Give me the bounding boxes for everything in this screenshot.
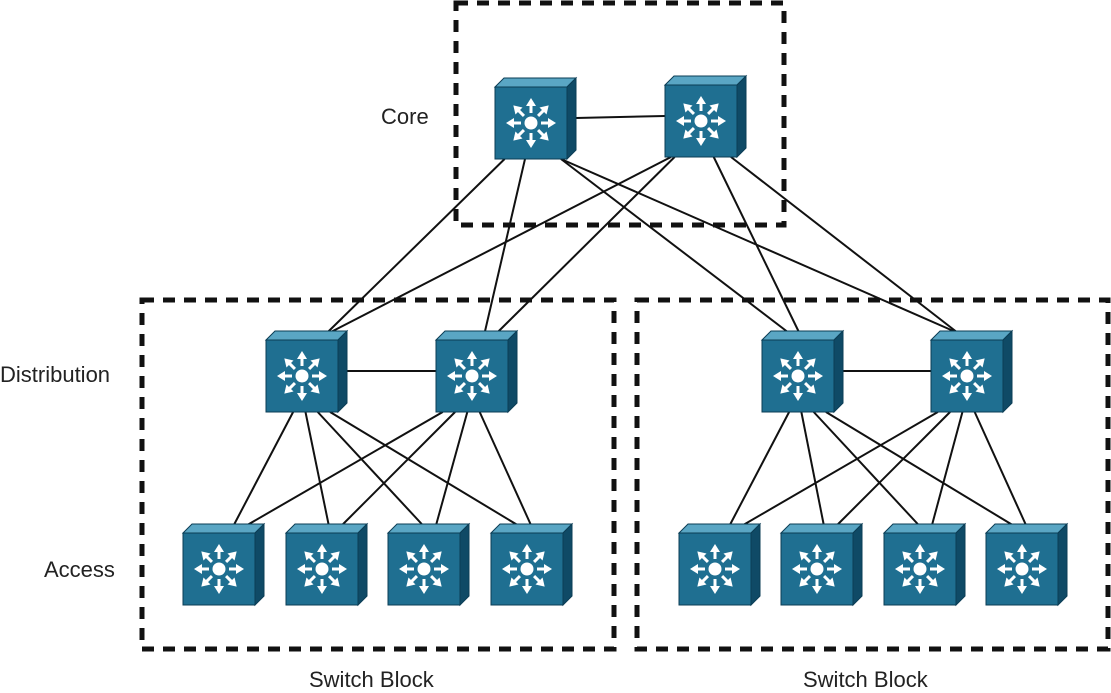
link-core-switch-1-dist-switch-b1 [560, 158, 790, 334]
link-dist-switch-b1-access-switch-b1 [728, 411, 791, 527]
access-switch-a3[interactable] [386, 522, 471, 607]
link-core-switch-2-dist-switch-b1 [712, 156, 801, 334]
switch-block-right-label: Switch Block [803, 667, 928, 692]
layer3-multilayer-switch-icon [386, 522, 471, 607]
core-boundary [453, 0, 787, 228]
link-dist-switch-b1-access-switch-b4 [825, 411, 1015, 527]
link-dist-switch-b1-access-switch-b2 [800, 411, 825, 527]
core-switch-2[interactable] [663, 74, 748, 159]
dist-switch-a1[interactable] [264, 329, 349, 414]
switch-block-left-boundary [139, 297, 617, 652]
access-switch-b2[interactable] [779, 522, 864, 607]
link-dist-switch-a1-access-switch-a4 [329, 411, 520, 527]
access-switch-b1[interactable] [677, 522, 762, 607]
layer3-multilayer-switch-icon [677, 522, 762, 607]
dist-switch-b1[interactable] [760, 329, 845, 414]
link-dist-switch-a2-access-switch-a1 [245, 411, 444, 527]
core-layer-label: Core [381, 104, 429, 129]
switch-block-right-boundary [634, 297, 1111, 652]
link-core-switch-2-dist-switch-a2 [496, 156, 676, 334]
link-dist-switch-a1-access-switch-a3 [316, 411, 425, 527]
core-switch-1[interactable] [493, 76, 578, 161]
access-layer-label: Access [44, 557, 115, 582]
access-switch-a1[interactable] [181, 522, 266, 607]
access-switch-a2[interactable] [284, 522, 369, 607]
layer3-multilayer-switch-icon [929, 329, 1014, 414]
boundaries-layer [139, 0, 1111, 652]
access-switch-a4[interactable] [489, 522, 574, 607]
links-layer [232, 115, 1028, 527]
layer3-multilayer-switch-icon [264, 329, 349, 414]
access-switch-b4[interactable] [984, 522, 1069, 607]
link-dist-switch-a1-access-switch-a2 [304, 411, 330, 527]
layer3-multilayer-switch-icon [434, 329, 519, 414]
link-dist-switch-b2-access-switch-b3 [930, 411, 964, 527]
link-dist-switch-b2-access-switch-b2 [835, 411, 951, 527]
distribution-layer-label: Distribution [0, 362, 111, 387]
access-switch-b3[interactable] [882, 522, 967, 607]
link-core-switch-1-dist-switch-a2 [483, 158, 526, 334]
link-dist-switch-a1-access-switch-a1 [232, 411, 295, 527]
layer3-multilayer-switch-icon [779, 522, 864, 607]
link-dist-switch-b2-access-switch-b1 [740, 411, 939, 527]
nodes-layer [181, 74, 1069, 607]
link-core-switch-1-dist-switch-b2 [560, 158, 959, 334]
layer3-multilayer-switch-icon [882, 522, 967, 607]
link-core-switch-2-dist-switch-a1 [328, 156, 672, 334]
link-dist-switch-b1-access-switch-b3 [812, 411, 921, 527]
link-core-switch-2-dist-switch-b2 [730, 156, 959, 334]
layer3-multilayer-switch-icon [493, 76, 578, 161]
dist-switch-b2[interactable] [929, 329, 1014, 414]
link-dist-switch-b2-access-switch-b4 [973, 411, 1028, 527]
dist-switch-a2[interactable] [434, 329, 519, 414]
link-core-switch-1-dist-switch-a1 [326, 158, 506, 334]
switch-block-left-label: Switch Block [309, 667, 434, 692]
link-core-switch-1-core-switch-2 [575, 115, 666, 119]
layer3-multilayer-switch-icon [984, 522, 1069, 607]
layer3-multilayer-switch-icon [284, 522, 369, 607]
link-dist-switch-a2-access-switch-a4 [478, 411, 533, 527]
layer3-multilayer-switch-icon [663, 74, 748, 159]
link-dist-switch-a2-access-switch-a2 [340, 411, 456, 527]
layer3-multilayer-switch-icon [760, 329, 845, 414]
layer3-multilayer-switch-icon [489, 522, 574, 607]
layer3-multilayer-switch-icon [181, 522, 266, 607]
link-dist-switch-a2-access-switch-a3 [434, 411, 469, 527]
